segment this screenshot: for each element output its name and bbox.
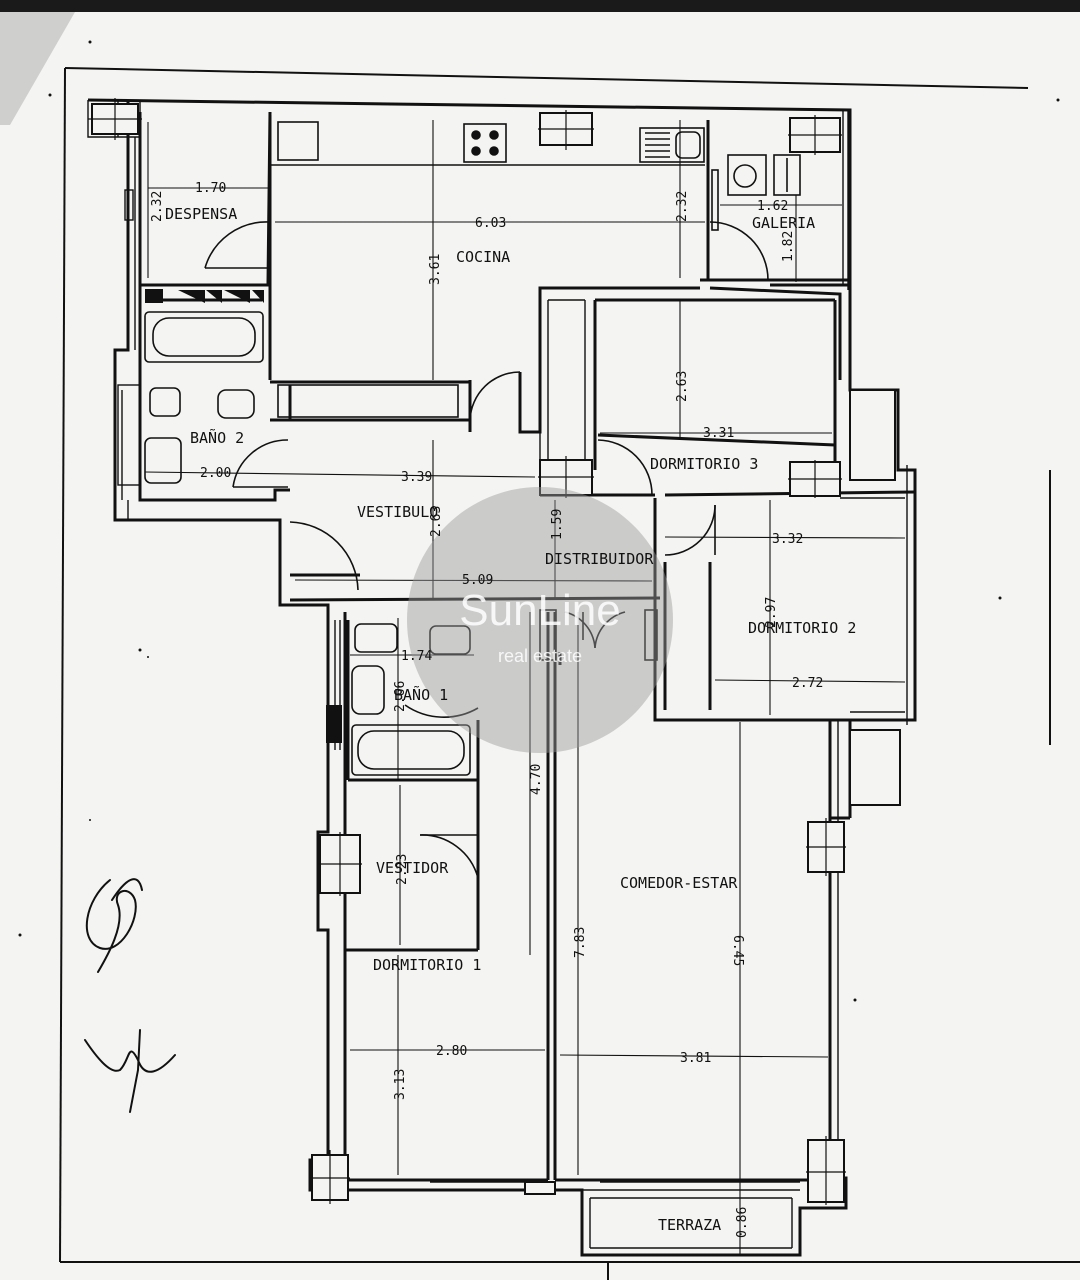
window-crosshairs (88, 98, 846, 1205)
dim-vestibulo-width: 3.39 (401, 470, 432, 485)
dim-cocina-height: 3.61 (428, 254, 443, 285)
dim-dormitorio-2-height: 2.97 (764, 597, 779, 628)
kitchen-fixtures (270, 121, 801, 418)
dim-dormitorio-1-height: 3.13 (393, 1069, 408, 1100)
dim-galeria-width: 1.62 (757, 199, 788, 214)
room-despensa: DESPENSA (165, 205, 237, 223)
hatched-blocks (145, 289, 342, 743)
dim-distribuidor-height: 1.59 (550, 509, 565, 540)
watermark-brand: SunLine (459, 586, 620, 635)
handwritten-signature (84, 878, 176, 1113)
room-bano-1: BAÑO 1 (394, 685, 448, 704)
room-terraza: TERRAZA (658, 1216, 721, 1234)
dim-hall-width: 5.09 (462, 573, 493, 588)
room-galeria: GALERIA (752, 214, 815, 232)
dim-terraza-height: 0.86 (735, 1207, 750, 1238)
dim-bano-1-width: 1.74 (401, 649, 432, 664)
dim-comedor-width: 3.81 (680, 1051, 711, 1066)
bathroom-fixtures (144, 311, 471, 776)
dim-despensa-width: 1.70 (195, 181, 226, 196)
dim-dormitorio-2-width-2: 2.72 (792, 676, 823, 691)
dim-pasillo-height: 4.70 (529, 764, 544, 795)
sunline-watermark: SunLine real estate (407, 487, 673, 753)
room-cocina: COCINA (456, 248, 510, 266)
room-dormitorio-3: DORMITORIO 3 (650, 455, 758, 473)
dim-dormitorio-2-width: 3.32 (772, 532, 803, 547)
room-vestibulo: VESTIBULO (357, 503, 438, 521)
room-distribuidor: DISTRIBUIDOR (545, 550, 654, 568)
scan-specks (18, 40, 1060, 1002)
door-swings (204, 221, 769, 879)
dim-dormitorio-3-height: 2.63 (675, 371, 690, 402)
dim-cocina-height-2: 2.32 (675, 191, 690, 222)
dim-dormitorio-3-width: 3.31 (703, 426, 734, 441)
dim-bano-1-height: 2.66 (393, 681, 408, 712)
wall-thickness (87, 100, 908, 1249)
dim-comedor-height: 7.83 (573, 927, 588, 958)
dim-vestibulo-height: 2.63 (429, 506, 444, 537)
drawing-frame (59, 67, 1080, 1280)
room-bano-2: BAÑO 2 (190, 428, 244, 447)
dim-vestidor-height: 2.23 (395, 854, 410, 885)
watermark-tagline: real estate (498, 646, 582, 666)
room-vestidor: VESTIDOR (376, 859, 449, 877)
folded-corner (0, 12, 75, 125)
watermark-disc (407, 487, 673, 753)
room-comedor-estar: COMEDOR-ESTAR (620, 874, 738, 892)
dim-despensa-height: 2.32 (150, 191, 165, 222)
dimension-labels: 1.70 2.32 6.03 3.61 2.32 1.62 1.82 2.63 … (150, 181, 823, 1238)
room-dormitorio-1: DORMITORIO 1 (373, 956, 481, 974)
dim-bano-2-width: 2.00 (200, 466, 231, 481)
dim-dormitorio-1-width: 2.80 (436, 1044, 467, 1059)
dim-cocina-width: 6.03 (475, 216, 506, 231)
dim-comedor-height-2: 6.45 (730, 935, 745, 966)
dimension-lines (144, 120, 906, 1255)
room-dormitorio-2: DORMITORIO 2 (748, 619, 856, 637)
scan-edge-top (0, 0, 1080, 12)
dim-galeria-height: 1.82 (781, 231, 796, 262)
room-labels: DESPENSA COCINA GALERIA BAÑO 2 DORMITORI… (165, 205, 856, 1234)
